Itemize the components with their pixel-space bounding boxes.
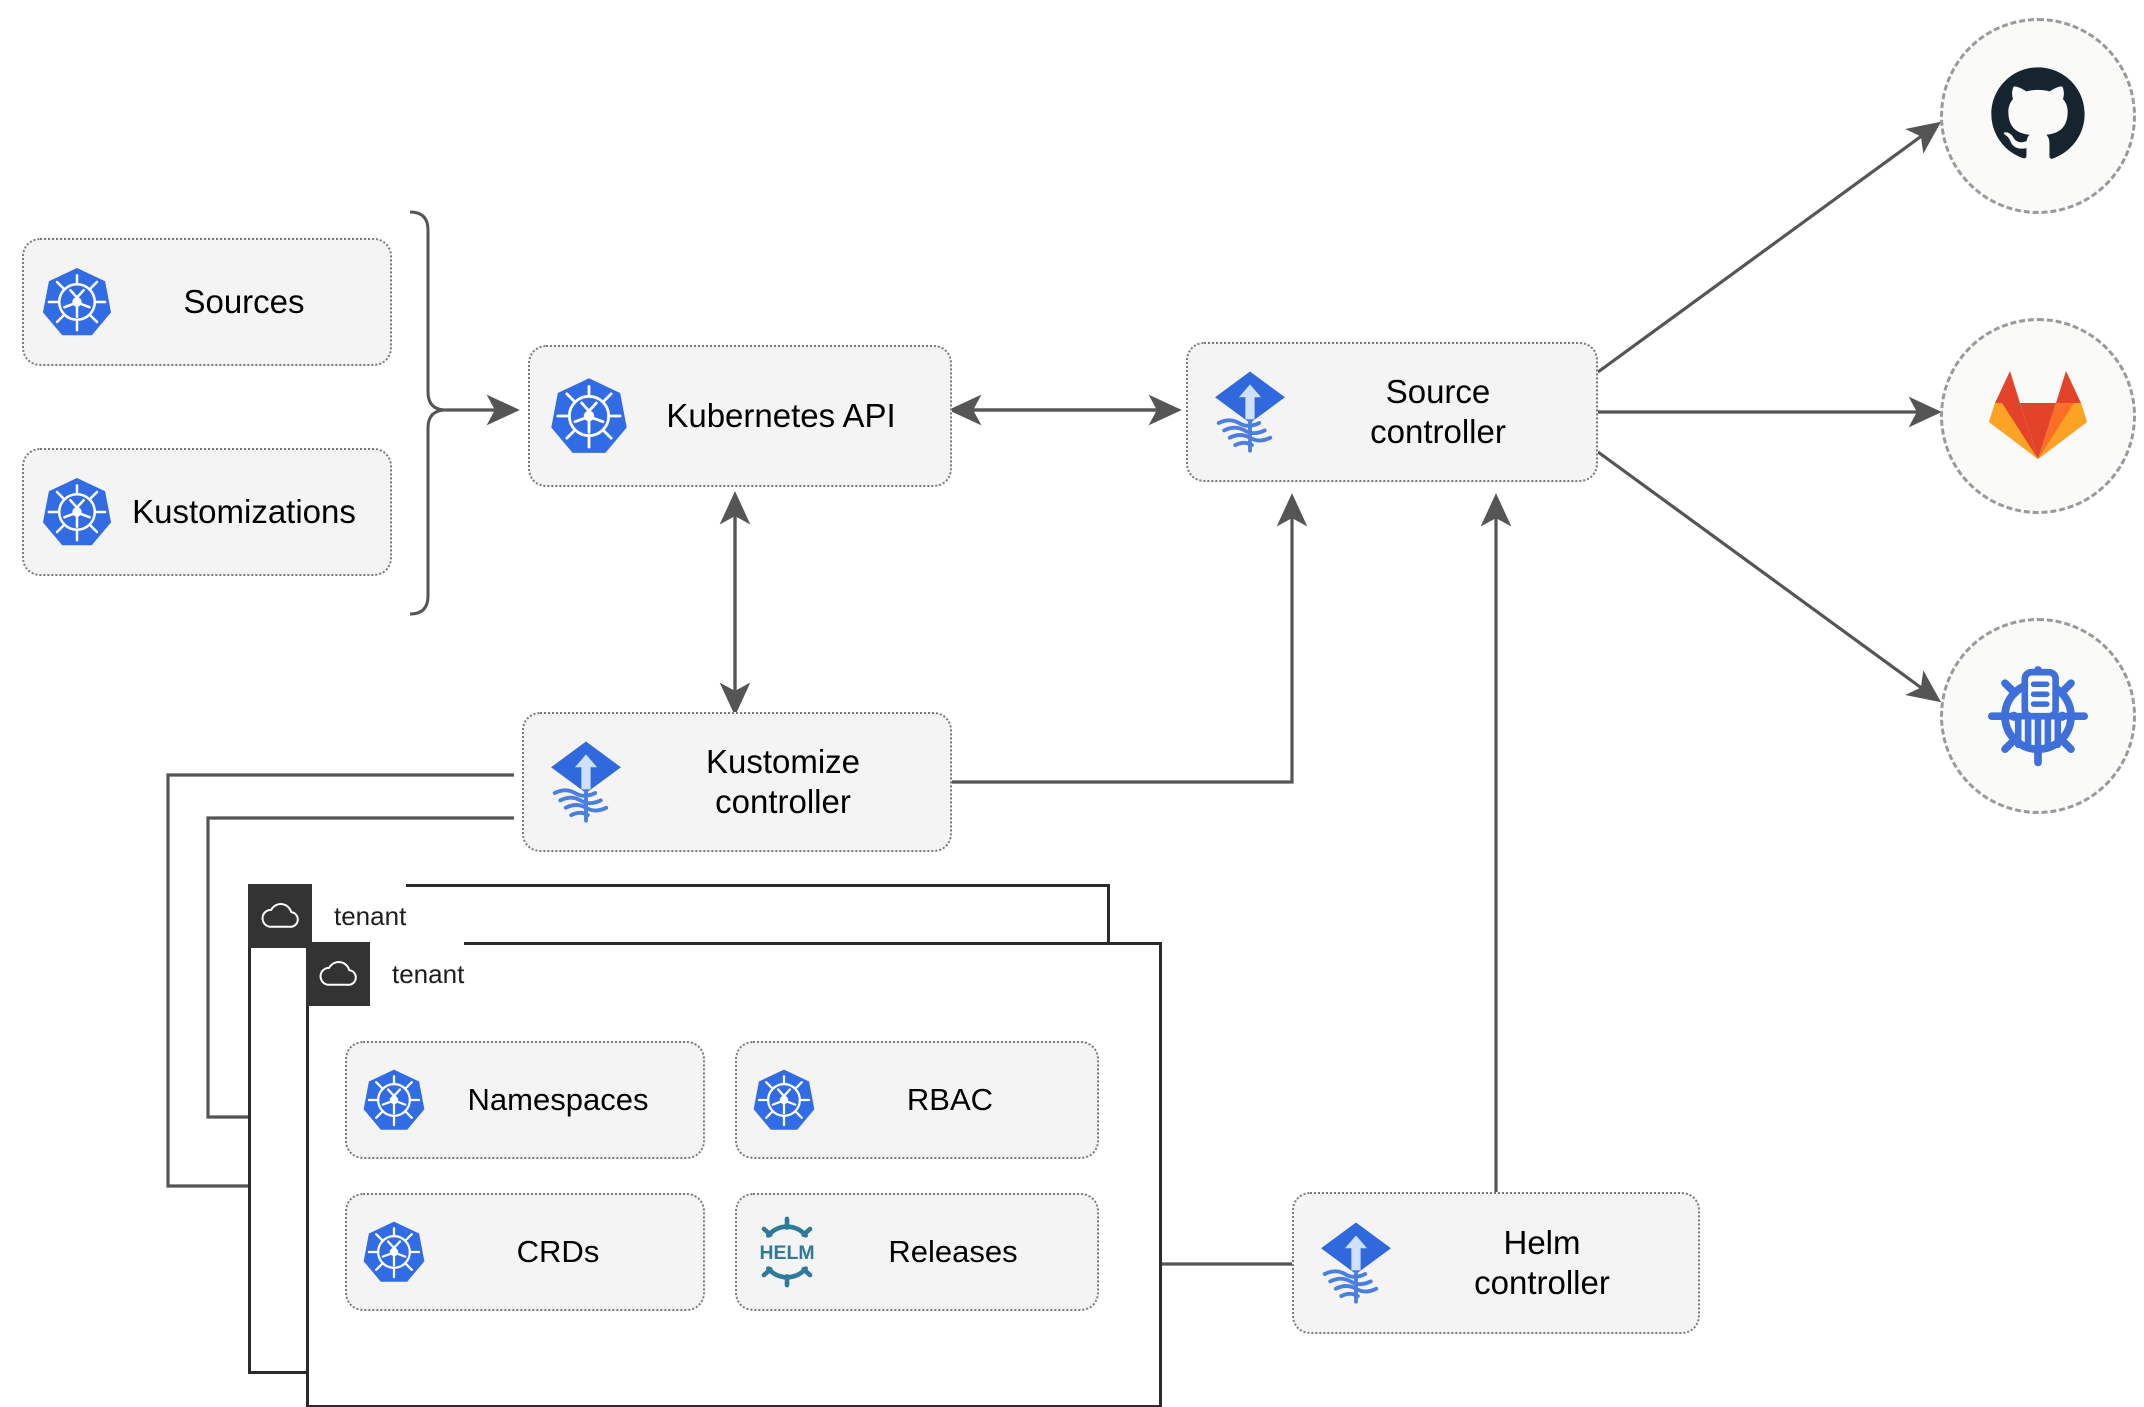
node-label: Releases [888, 1234, 1018, 1270]
node-kustomize-controller[interactable]: Kustomize controller [522, 712, 952, 852]
cloud-icon [248, 884, 312, 948]
node-releases[interactable]: HELM Releases [735, 1193, 1099, 1311]
helm-icon: HELM [751, 1216, 823, 1288]
node-source-controller[interactable]: Source controller [1186, 342, 1598, 482]
node-kustomizations[interactable]: Kustomizations [22, 448, 392, 576]
node-label: Source controller [1296, 372, 1580, 453]
gitlab-icon [1988, 367, 2088, 466]
node-label: RBAC [906, 1082, 994, 1118]
kubernetes-icon [751, 1067, 817, 1133]
tenant-tab-label: tenant [334, 900, 407, 931]
kubernetes-icon [548, 375, 630, 457]
tenant-tab: tenant [306, 942, 465, 1006]
helm-repository-icon [1983, 659, 2093, 774]
node-crds[interactable]: CRDs [345, 1193, 705, 1311]
node-label-line1: Kustomize [705, 742, 861, 780]
tenant-tab-label: tenant [392, 958, 465, 989]
node-rbac[interactable]: RBAC [735, 1041, 1099, 1159]
node-namespaces[interactable]: Namespaces [345, 1041, 705, 1159]
tenant-tab: tenant [248, 884, 407, 948]
svg-text:HELM: HELM [759, 1242, 814, 1264]
node-label-line1: Helm [1503, 1223, 1581, 1261]
cloud-icon [306, 942, 370, 1006]
kubernetes-icon [361, 1219, 427, 1285]
provider-helm-repository[interactable] [1940, 618, 2136, 814]
tenant-container-front[interactable]: tenant Namespaces [306, 942, 1162, 1407]
flux-icon [1310, 1217, 1402, 1309]
node-label-line2: controller [715, 783, 851, 820]
kubernetes-icon [361, 1067, 427, 1133]
provider-gitlab[interactable] [1940, 318, 2136, 514]
node-label: Namespaces [467, 1082, 649, 1118]
node-label: Kustomize controller [632, 742, 934, 823]
kubernetes-icon [40, 265, 114, 339]
node-label: Sources [183, 282, 305, 320]
node-sources[interactable]: Sources [22, 238, 392, 366]
flux-icon [1204, 366, 1296, 458]
node-label: Helm controller [1402, 1223, 1682, 1304]
node-label: Kubernetes API [666, 396, 896, 434]
node-label: Kustomizations [132, 492, 356, 530]
node-label-line1: Source [1385, 372, 1491, 410]
provider-github[interactable] [1940, 18, 2136, 214]
github-icon [1985, 61, 2091, 172]
node-kubernetes-api[interactable]: Kubernetes API [528, 345, 952, 487]
node-helm-controller[interactable]: Helm controller [1292, 1192, 1700, 1334]
flux-icon [540, 736, 632, 828]
node-label-line2: controller [1474, 1264, 1610, 1301]
kubernetes-icon [40, 475, 114, 549]
node-label-line2: controller [1370, 413, 1506, 450]
node-label: CRDs [516, 1234, 600, 1270]
